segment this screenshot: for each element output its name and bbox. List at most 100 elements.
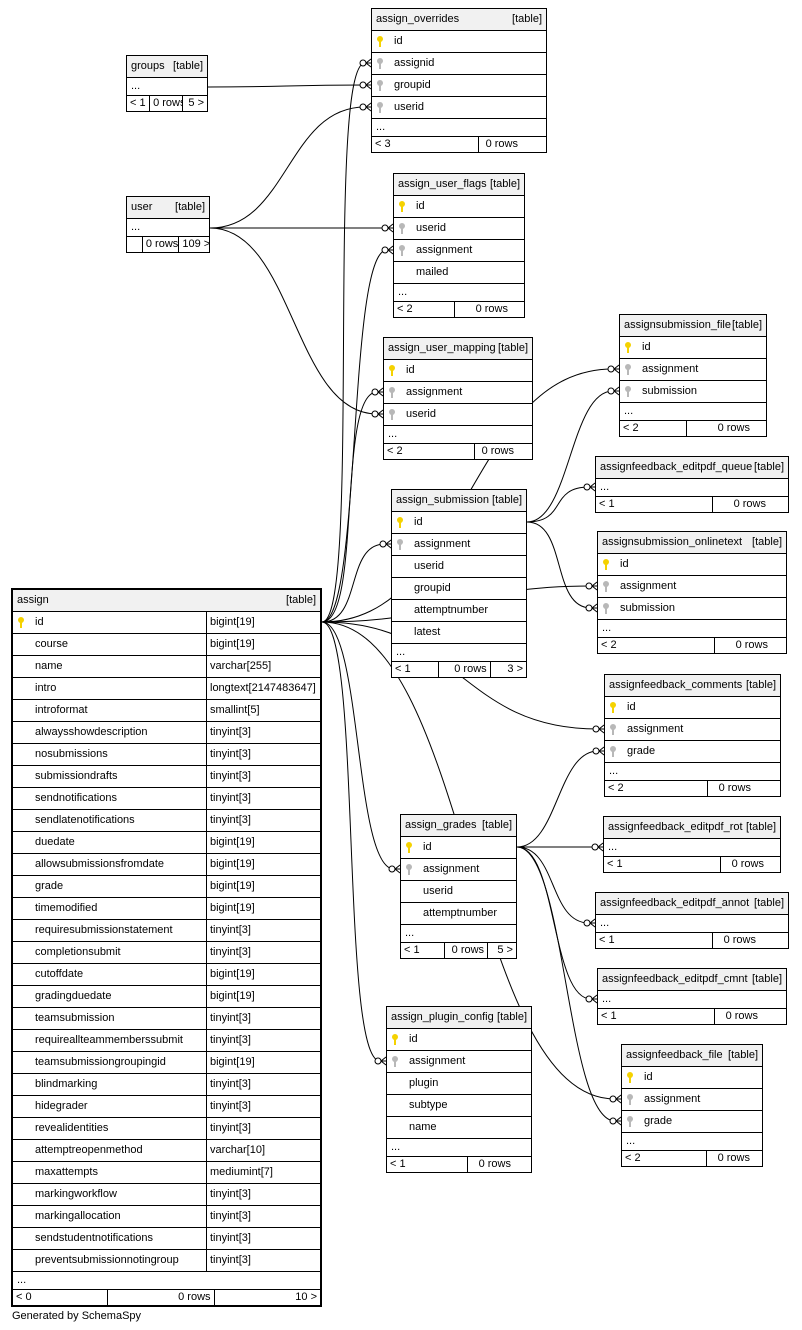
column-row[interactable]: userid: [392, 556, 526, 578]
column-row[interactable]: name: [387, 1117, 531, 1139]
children-count[interactable]: 3 >: [507, 663, 523, 675]
column-row[interactable]: plugin: [387, 1073, 531, 1095]
table-name[interactable]: assignfeedback_editpdf_rot: [608, 821, 743, 833]
parents-count[interactable]: < 1: [401, 943, 446, 958]
column-row[interactable]: userid: [372, 97, 546, 119]
column-row[interactable]: id: [392, 512, 526, 534]
column-row[interactable]: assignment: [394, 240, 524, 262]
column-row[interactable]: assignment: [384, 382, 532, 404]
column-row[interactable]: id: [598, 554, 786, 576]
children-count[interactable]: 10 >: [295, 1291, 318, 1303]
column-row[interactable]: userid: [384, 404, 532, 426]
column-row[interactable]: attemptnumber: [392, 600, 526, 622]
table-assignfeedback-editpdf-queue[interactable]: assignfeedback_editpdf_queue[table]...< …: [595, 456, 789, 513]
parents-count[interactable]: < 2: [620, 421, 687, 436]
table-name[interactable]: assignsubmission_file: [624, 319, 731, 331]
column-row[interactable]: submission: [620, 381, 766, 403]
column-row[interactable]: assignment: [622, 1089, 762, 1111]
column-row[interactable]: assignment: [605, 719, 780, 741]
table-name[interactable]: assign_overrides: [376, 13, 460, 25]
column-row[interactable]: id: [605, 697, 780, 719]
parents-count[interactable]: < 0: [13, 1290, 109, 1305]
parents-count[interactable]: < 1: [596, 497, 713, 512]
parents-count[interactable]: < 1: [127, 96, 151, 111]
column-row[interactable]: id: [372, 31, 546, 53]
column-row[interactable]: id: [622, 1067, 762, 1089]
column-row[interactable]: userid: [394, 218, 524, 240]
table-name[interactable]: assign: [17, 594, 49, 606]
table-name[interactable]: groups: [131, 60, 165, 72]
parents-count[interactable]: < 2: [622, 1151, 707, 1166]
column-row[interactable]: attemptnumber: [401, 903, 516, 925]
table-name[interactable]: assign_user_flags: [398, 178, 487, 190]
column-row[interactable]: id: [401, 837, 516, 859]
column-row[interactable]: userid: [401, 881, 516, 903]
table-name[interactable]: assignfeedback_comments: [609, 679, 743, 691]
parents-count[interactable]: < 1: [387, 1157, 468, 1172]
table-name[interactable]: assignsubmission_onlinetext: [602, 536, 743, 548]
parents-count[interactable]: < 1: [598, 1009, 715, 1024]
column-row[interactable]: assignment: [620, 359, 766, 381]
column-row[interactable]: assignment: [387, 1051, 531, 1073]
children-count[interactable]: 5 >: [188, 97, 204, 109]
column-row[interactable]: latest: [392, 622, 526, 644]
column-row[interactable]: grade: [605, 741, 780, 763]
table-name[interactable]: assignfeedback_editpdf_queue: [600, 461, 753, 473]
children-count[interactable]: 109 >: [182, 238, 210, 250]
column-row[interactable]: id: [384, 360, 532, 382]
parents-count[interactable]: < 2: [598, 638, 715, 653]
column-row[interactable]: id: [387, 1029, 531, 1051]
parents-count[interactable]: < 3: [372, 137, 479, 152]
parents-count[interactable]: < 1: [604, 857, 721, 872]
column-row[interactable]: assignid: [372, 53, 546, 75]
column-row[interactable]: grade: [622, 1111, 762, 1133]
parents-count[interactable]: < 2: [605, 781, 708, 796]
parents-count[interactable]: < 1: [392, 662, 439, 677]
table-name[interactable]: assignfeedback_editpdf_cmnt: [602, 973, 748, 985]
column-row[interactable]: subtype: [387, 1095, 531, 1117]
column-row[interactable]: submission: [598, 598, 786, 620]
children-count[interactable]: 5 >: [497, 944, 513, 956]
parents-count[interactable]: [127, 237, 143, 252]
table-name[interactable]: assign_plugin_config: [391, 1011, 494, 1023]
table-assignfeedback-editpdf-annot[interactable]: assignfeedback_editpdf_annot[table]...< …: [595, 892, 789, 949]
table-name[interactable]: assignfeedback_file: [626, 1049, 723, 1061]
column-row[interactable]: assignment: [401, 859, 516, 881]
table-name[interactable]: assignfeedback_editpdf_annot: [600, 897, 750, 909]
